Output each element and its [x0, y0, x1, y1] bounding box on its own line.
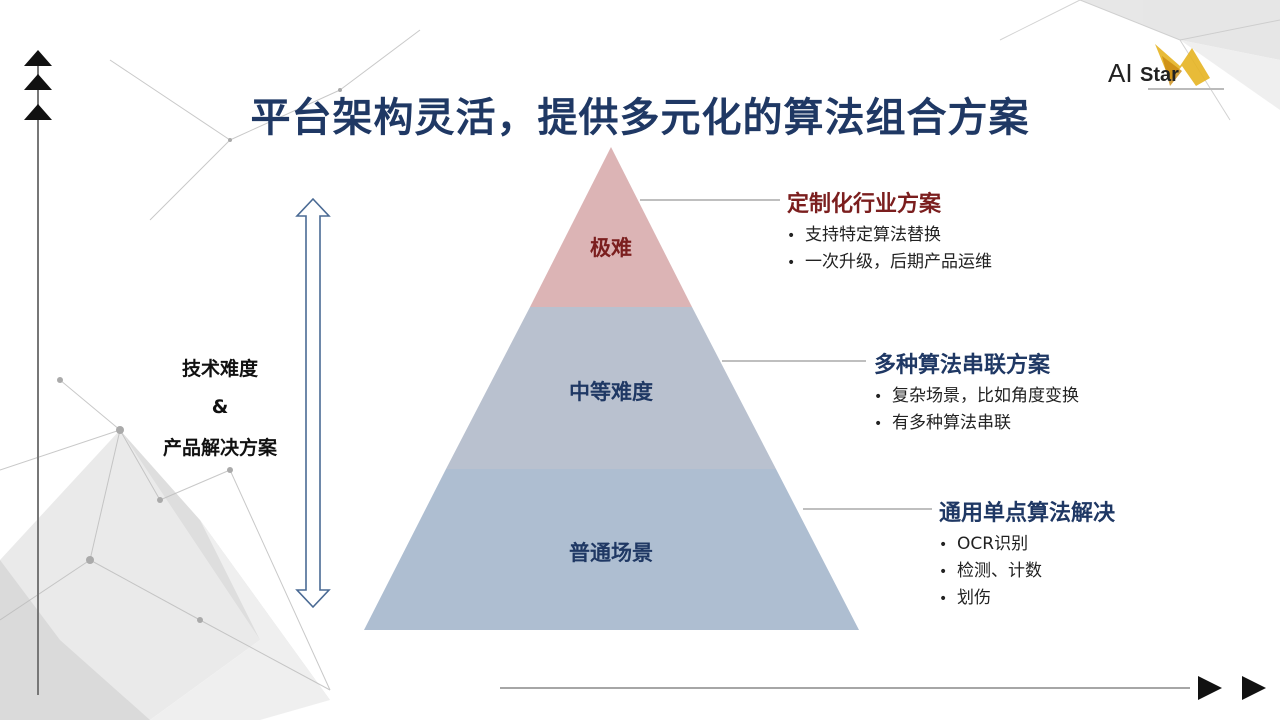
tier-label-top: 极难 [590, 236, 632, 260]
solution-title: 多种算法串联方案 [874, 353, 1051, 378]
solution-block-bottom: 通用单点算法解决 •OCR识别 •检测、计数 •划伤 [939, 495, 1115, 612]
side-label-line1: 技术难度 [181, 358, 258, 380]
up-triangles-icon [24, 50, 52, 120]
tier-label-middle: 中等难度 [569, 380, 653, 404]
solution-title: 定制化行业方案 [787, 192, 942, 217]
solution-title: 通用单点算法解决 [939, 501, 1116, 526]
side-label-line3: 产品解决方案 [162, 437, 277, 459]
list-item: •一次升级，后期产品运维 [787, 252, 992, 272]
list-item: •有多种算法串联 [874, 413, 1011, 433]
pyramid-tier-bottom [364, 469, 859, 630]
list-item: •检测、计数 [939, 561, 1042, 581]
logo-text-star: Star [1140, 64, 1179, 86]
double-arrow-icon [295, 197, 331, 609]
list-item: •划伤 [939, 588, 991, 608]
list-item: •OCR识别 [939, 534, 1029, 554]
pyramid-tier-top [530, 147, 692, 307]
aistar-logo [1148, 44, 1224, 90]
right-arrows-icon [1198, 676, 1266, 700]
list-item: •支持特定算法替换 [787, 225, 941, 245]
side-label-ampersand: & [211, 396, 229, 418]
tier-label-bottom: 普通场景 [569, 541, 653, 565]
solution-block-top: 定制化行业方案 •支持特定算法替换 •一次升级，后期产品运维 [787, 186, 992, 276]
solution-block-middle: 多种算法串联方案 •复杂场景，比如角度变换 •有多种算法串联 [874, 347, 1079, 437]
pyramid-tier-middle [446, 307, 776, 469]
left-vertical-line [37, 55, 39, 695]
list-item: •复杂场景，比如角度变换 [874, 386, 1079, 406]
logo-text-ai: AI [1108, 58, 1133, 88]
page-title: 平台架构灵活，提供多元化的算法组合方案 [250, 94, 1030, 141]
